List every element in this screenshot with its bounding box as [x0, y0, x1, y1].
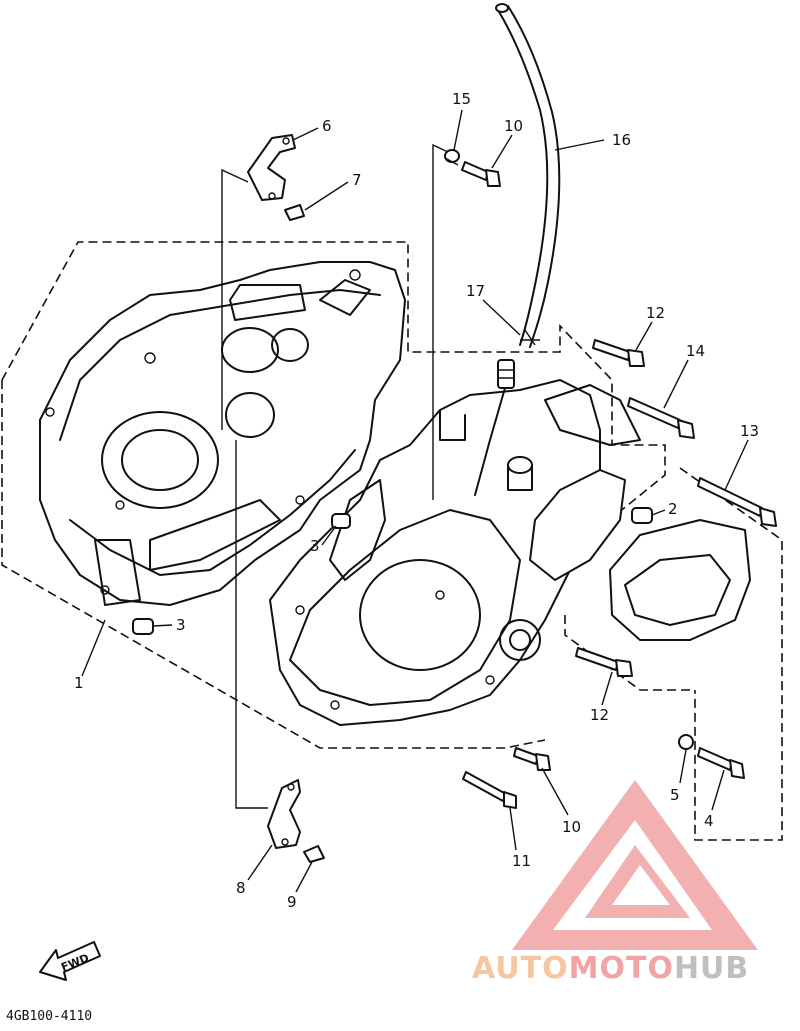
callout-12-upper: 12: [646, 304, 665, 322]
watermark-moto: MOTO: [569, 951, 674, 986]
callout-4: 4: [704, 812, 714, 830]
breather-hose: [495, 3, 561, 348]
callout-1: 1: [74, 674, 84, 692]
callout-11: 11: [512, 852, 531, 870]
dowel-pins: [132, 507, 653, 635]
watermark-text: AUTOMOTOHUB: [472, 951, 749, 986]
dashed-group-right: [679, 467, 783, 841]
dashed-group-left-lower: [1, 380, 546, 749]
callout-8: 8: [236, 879, 246, 897]
forward-arrow-icon: FWD: [39, 941, 101, 981]
bolts: [444, 149, 777, 809]
callout-3-lower: 3: [176, 616, 186, 634]
callout-3-middle: 3: [310, 537, 320, 555]
watermark-logo-triangle: [512, 780, 758, 950]
callout-10-lower: 10: [562, 818, 581, 836]
reference-lines: [221, 143, 459, 809]
watermark-auto: AUTO: [472, 951, 569, 986]
callout-17: 17: [466, 282, 485, 300]
rear-cover-assembly: [529, 384, 751, 641]
leader-lines: [81, 109, 749, 893]
callout-5: 5: [670, 786, 680, 804]
watermark-hub: HUB: [674, 951, 749, 986]
callout-10-upper: 10: [504, 117, 523, 135]
callout-12-lower: 12: [590, 706, 609, 724]
callout-2: 2: [668, 500, 678, 518]
upper-bracket: [247, 134, 305, 221]
callout-9: 9: [287, 893, 297, 911]
callout-16: 16: [612, 131, 631, 149]
callout-14: 14: [686, 342, 705, 360]
diagram-code: 4GB100-4110: [6, 1009, 92, 1024]
dashed-group-right-bolts: [564, 615, 695, 691]
hose-fitting: [474, 329, 540, 496]
left-crankcase: [39, 261, 406, 606]
right-crankcase: [269, 379, 601, 726]
callout-7: 7: [352, 171, 362, 189]
callout-labels: 1 2 3 3 4 5 6 7 8 9 10 10 11 12 12 13 14…: [74, 90, 759, 911]
callout-15: 15: [452, 90, 471, 108]
dashed-group-left: [1, 241, 666, 561]
lower-bracket: [267, 779, 325, 863]
callout-6: 6: [322, 117, 332, 135]
callout-13: 13: [740, 422, 759, 440]
